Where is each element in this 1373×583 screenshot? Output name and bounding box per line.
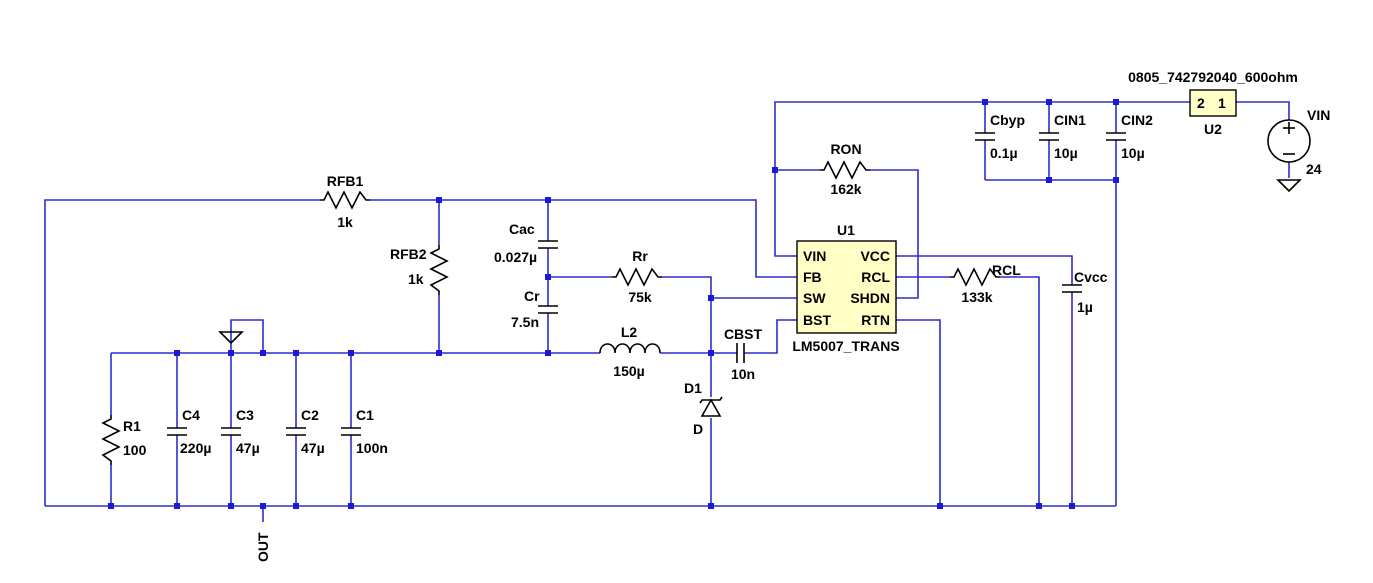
d1-name: D1	[684, 380, 702, 396]
u1-name: U1	[837, 222, 855, 238]
rcl-name: RCL	[992, 262, 1021, 278]
u2-part: 0805_742792040_600ohm	[1128, 69, 1298, 85]
c2-capacitor[interactable]	[286, 427, 306, 436]
cbyp-name: Cbyp	[990, 112, 1025, 128]
u1-pin-vcc: VCC	[860, 248, 890, 264]
cbyp-capacitor[interactable]	[975, 132, 995, 141]
rfb2-name: RFB2	[390, 246, 427, 262]
c4-value: 220µ	[180, 440, 211, 456]
rfb1-value: 1k	[337, 214, 353, 230]
rfb2-resistor[interactable]	[429, 245, 449, 295]
cr-capacitor[interactable]	[538, 305, 558, 314]
u2-pin-right: 1	[1218, 95, 1226, 111]
cin1-value: 10µ	[1054, 145, 1078, 161]
ron-value: 162k	[830, 181, 861, 197]
u1-pin-rcl: RCL	[861, 269, 890, 285]
l2-inductor[interactable]	[599, 343, 661, 354]
u2-name: U2	[1204, 121, 1222, 137]
component-labels: RFB1 1k RFB2 1k Cac 0.027µ Cr 7.5n Rr 75…	[123, 69, 1330, 562]
cac-name: Cac	[509, 221, 535, 237]
l2-value: 150µ	[613, 363, 644, 379]
c4-capacitor[interactable]	[167, 427, 187, 436]
cvcc-capacitor[interactable]	[1062, 284, 1082, 293]
cin1-capacitor[interactable]	[1039, 132, 1059, 141]
ground-symbol-left	[218, 331, 244, 345]
cac-capacitor[interactable]	[538, 240, 558, 249]
cr-value: 7.5n	[511, 314, 539, 330]
c3-value: 47µ	[236, 440, 260, 456]
rcl-resistor[interactable]	[950, 267, 1000, 287]
u1-pin-shdn: SHDN	[850, 290, 890, 306]
cvcc-name: Cvcc	[1074, 269, 1108, 285]
cin2-capacitor[interactable]	[1106, 132, 1126, 141]
d1-value: D	[693, 421, 703, 437]
rfb2-value: 1k	[408, 271, 424, 287]
cr-name: Cr	[524, 288, 540, 304]
rr-name: Rr	[632, 248, 648, 264]
c2-name: C2	[301, 407, 319, 423]
u1-pin-vin: VIN	[803, 248, 826, 264]
u1-pin-bst: BST	[803, 312, 831, 328]
cbst-name: CBST	[724, 326, 763, 342]
vin-value: 24	[1306, 161, 1322, 177]
u1-part: LM5007_TRANS	[792, 338, 899, 354]
rr-value: 75k	[628, 289, 652, 305]
ron-name: RON	[830, 141, 861, 157]
cac-value: 0.027µ	[494, 249, 537, 265]
ron-resistor[interactable]	[820, 160, 870, 180]
rcl-value: 133k	[961, 289, 992, 305]
c2-value: 47µ	[301, 440, 325, 456]
cin2-name: CIN2	[1121, 112, 1153, 128]
cin1-name: CIN1	[1054, 112, 1086, 128]
c1-name: C1	[356, 407, 374, 423]
r1-value: 100	[123, 442, 147, 458]
junction-dots	[108, 99, 1119, 509]
cvcc-value: 1µ	[1077, 299, 1093, 315]
cin2-value: 10µ	[1121, 145, 1145, 161]
u1-pin-fb: FB	[803, 269, 822, 285]
c1-capacitor[interactable]	[341, 427, 361, 436]
cbst-value: 10n	[731, 366, 755, 382]
c3-capacitor[interactable]	[221, 427, 241, 436]
u1-pin-sw: SW	[803, 290, 826, 306]
rr-resistor[interactable]	[612, 267, 662, 287]
cbyp-value: 0.1µ	[990, 145, 1018, 161]
u1-ic-body[interactable]	[796, 240, 897, 334]
c1-value: 100n	[356, 440, 388, 456]
u2-pin-left: 2	[1197, 95, 1205, 111]
r1-name: R1	[123, 418, 141, 434]
c4-name: C4	[182, 407, 200, 423]
vin-voltage-source[interactable]	[1267, 119, 1311, 163]
d1-diode[interactable]	[699, 396, 723, 417]
ground-symbol-vin	[1276, 179, 1302, 193]
l2-name: L2	[621, 324, 638, 340]
c3-name: C3	[236, 407, 254, 423]
wires	[44, 101, 1290, 522]
rfb1-name: RFB1	[327, 173, 364, 189]
u2-ferrite-body[interactable]	[1189, 89, 1237, 117]
out-net-label: OUT	[255, 532, 271, 562]
cbst-capacitor[interactable]	[736, 343, 745, 363]
vin-name: VIN	[1307, 107, 1330, 123]
r1-resistor[interactable]	[101, 415, 121, 465]
rfb1-resistor[interactable]	[320, 190, 370, 210]
u1-pin-rtn: RTN	[861, 312, 890, 328]
